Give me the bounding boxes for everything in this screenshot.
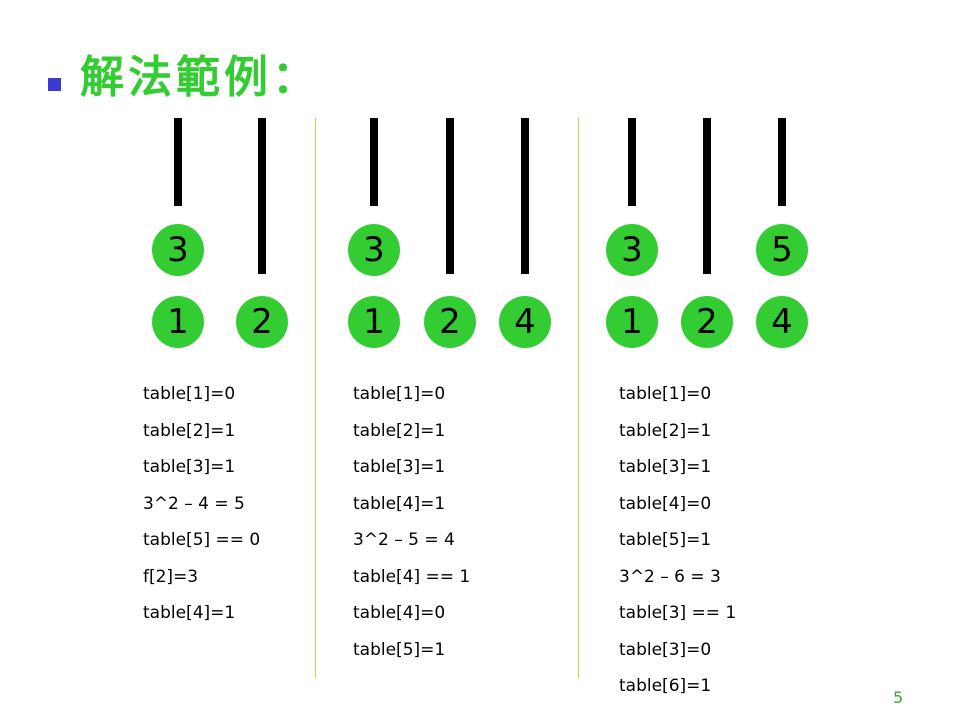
step-line: table[3]=1 (619, 457, 712, 477)
top-node: 3 (152, 224, 204, 276)
bottom-node: 4 (756, 296, 808, 348)
slide-title: 解法範例： (80, 52, 320, 103)
panel-divider (578, 118, 579, 678)
pole-bar (521, 118, 529, 274)
bottom-node: 4 (499, 296, 551, 348)
step-line: table[4]=0 (353, 603, 446, 623)
step-line: table[4]=1 (353, 493, 446, 514)
title-bullet (48, 78, 61, 91)
pole-bar (628, 118, 636, 206)
step-line: table[3]=0 (619, 639, 712, 660)
bottom-node: 1 (606, 296, 658, 348)
pole-bar (446, 118, 454, 274)
step-line: table[1]=0 (353, 384, 446, 404)
step-line: table[3] == 1 (619, 603, 737, 623)
step-line: table[3]=1 (143, 457, 236, 477)
step-line: table[2]=1 (143, 420, 236, 441)
bottom-node: 2 (236, 296, 288, 348)
bottom-node: 2 (681, 296, 733, 348)
step-line: 3^2 – 6 = 3 (619, 566, 721, 587)
pole-bar (703, 118, 711, 274)
pole-bar (258, 118, 266, 274)
step-line: table[1]=0 (619, 384, 712, 404)
panel-divider (315, 118, 316, 678)
step-line: table[2]=1 (619, 420, 712, 441)
step-line: table[4] == 1 (353, 566, 471, 587)
page-number: 5 (893, 688, 904, 707)
pole-bar (778, 118, 786, 206)
panel-3-steps: table[1]=0 table[2]=1 table[3]=1 table[4… (619, 382, 736, 711)
step-line: 3^2 – 4 = 5 (143, 493, 245, 514)
step-line: 3^2 – 5 = 4 (353, 530, 455, 550)
bottom-node: 1 (152, 296, 204, 348)
step-line: table[2]=1 (353, 420, 446, 441)
top-node: 5 (756, 224, 808, 276)
step-line: f[2]=3 (143, 566, 199, 587)
pole-bar (174, 118, 182, 206)
step-line: table[1]=0 (143, 384, 236, 404)
step-line: table[6]=1 (619, 676, 712, 696)
top-node: 3 (606, 224, 658, 276)
panel-1-steps: table[1]=0 table[2]=1 table[3]=1 3^2 – 4… (143, 382, 260, 638)
step-line: table[3]=1 (353, 457, 446, 477)
step-line: table[5]=1 (353, 639, 446, 660)
step-line: table[5]=1 (619, 530, 712, 550)
pole-bar (370, 118, 378, 206)
step-line: table[4]=1 (143, 603, 236, 623)
top-node: 3 (348, 224, 400, 276)
bottom-node: 1 (348, 296, 400, 348)
step-line: table[4]=0 (619, 493, 712, 514)
step-line: table[5] == 0 (143, 530, 261, 550)
bottom-node: 2 (424, 296, 476, 348)
panel-2-steps: table[1]=0 table[2]=1 table[3]=1 table[4… (353, 382, 470, 674)
